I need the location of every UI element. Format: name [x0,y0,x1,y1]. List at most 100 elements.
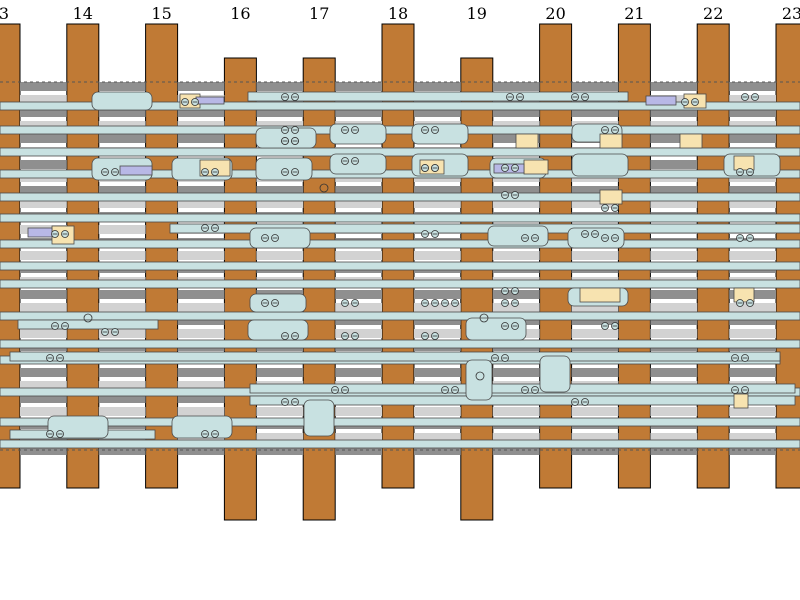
track-segment [729,303,776,312]
track-segment [335,446,382,455]
track-segment [177,368,225,377]
track-segment [650,160,698,169]
track-segment [20,82,67,91]
track-segment [571,251,619,260]
track-segment [98,329,146,338]
track-segment [729,134,776,143]
column-label: 14 [73,4,93,23]
track-segment [729,407,776,416]
track-segment [650,82,698,91]
track-segment [20,95,67,104]
wire-link [0,311,800,321]
track-segment [335,329,382,338]
resistor-body [493,163,525,174]
track-segment [729,82,776,91]
track-segment [650,329,698,338]
track-segment [414,290,461,299]
column-label: 18 [388,4,408,23]
track-segment [20,329,67,338]
track-segment [335,186,382,195]
track-segment [256,251,304,260]
track-segment [335,251,382,260]
track-segment [492,368,540,377]
track-segment [335,407,382,416]
track-segment [571,368,619,377]
column-label: 17 [309,4,329,23]
track-segment [20,160,67,169]
track-segment [177,407,225,416]
track-segment [492,433,540,442]
component-pad [599,133,623,149]
resistor-body [27,227,53,238]
track-segment [729,186,776,195]
track-segment [571,433,619,442]
track-segment [177,290,225,299]
column-label: 3 [0,4,9,23]
track-segment [650,316,698,325]
component-outline [539,355,571,393]
track-segment [571,329,619,338]
resistor-body [119,165,153,176]
track-segment [20,134,67,143]
component-outline [465,317,527,341]
track-segment [20,407,67,416]
track-segment [650,251,698,260]
track-segment [729,433,776,442]
track-segment [414,186,461,195]
wire-link [249,395,796,406]
track-segment [492,186,540,195]
wire-link [169,223,800,234]
track-segment [492,108,540,117]
track-segment [492,82,540,91]
solder-pad-icon [475,371,485,381]
track-segment [650,303,698,312]
component-outline [329,123,387,145]
track-segment [98,303,146,312]
track-segment [177,316,225,325]
components [27,91,781,439]
track-segment [650,407,698,416]
wire-link [0,239,800,249]
track-segment [571,316,619,325]
track-segment [256,82,304,91]
track-segment [177,199,225,208]
track-segment [20,303,67,312]
track-segment [256,186,304,195]
wire-link [0,339,800,349]
track-segment [98,251,146,260]
wire-link [9,351,781,362]
track-segment [414,407,461,416]
track-segment [335,368,382,377]
wire-link [0,261,800,271]
track-segment [729,199,776,208]
component-pad [733,393,749,409]
track-segment [414,82,461,91]
track-segment [20,121,67,130]
column-label: 15 [151,4,171,23]
track-segment [98,121,146,130]
wire-link [0,101,800,111]
track-segment [571,186,619,195]
track-segment [650,199,698,208]
terminals [46,93,759,438]
track-segment [335,82,382,91]
component-outline [91,91,153,111]
wire-link [0,147,800,157]
wire-link [0,417,800,427]
wire-link [0,125,800,135]
track-segment [20,290,67,299]
track-segment [414,368,461,377]
track-segment [98,394,146,403]
track-segment [177,82,225,91]
resistor-body [645,95,677,106]
track-segment [20,186,67,195]
track-segment [177,303,225,312]
track-segment [414,446,461,455]
column-label: 16 [230,4,250,23]
component-outline [571,153,629,177]
track-segment [729,121,776,130]
column-label: 19 [467,4,487,23]
track-segment [571,199,619,208]
